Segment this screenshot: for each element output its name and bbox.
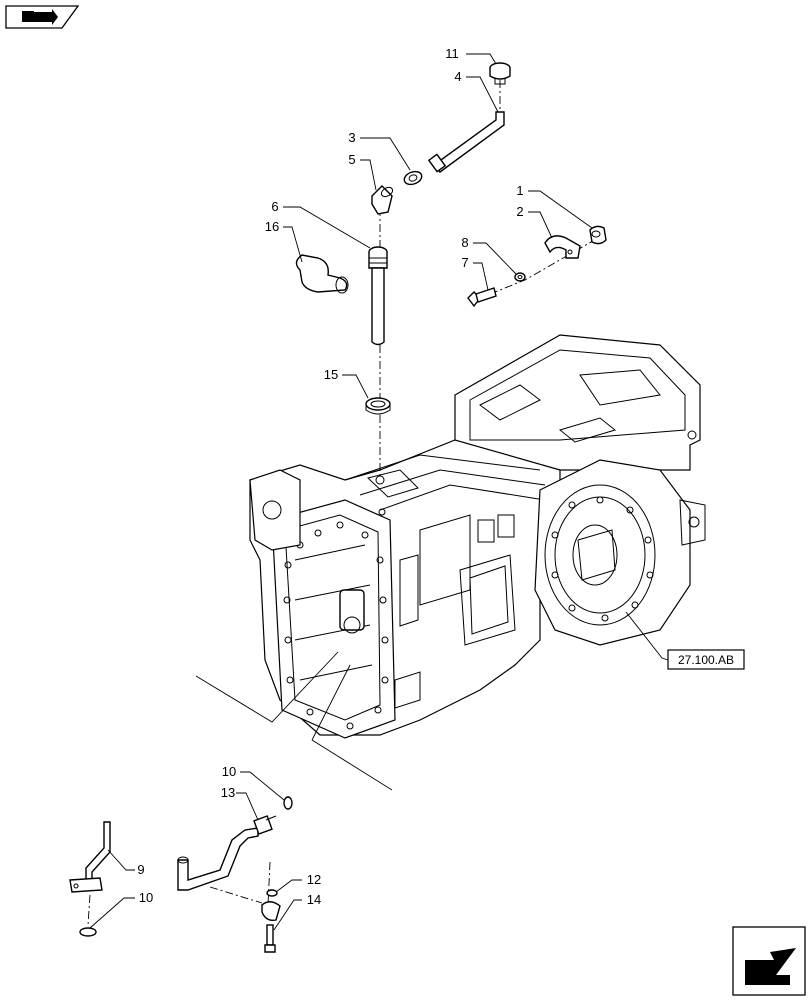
callout-10-left: 10 — [139, 890, 153, 905]
part-9-pipe — [69, 821, 111, 893]
part-4-breather-tube — [427, 111, 505, 173]
center-line-pipe-bottom — [267, 861, 271, 906]
callout-12: 12 — [307, 872, 321, 887]
part-10-oring-left — [79, 927, 97, 937]
rear-flange-housing — [534, 430, 706, 646]
transmission-housing — [249, 334, 701, 739]
callout-4: 4 — [454, 69, 461, 84]
callout-numbers: 11 4 3 5 6 16 1 2 8 7 15 9 10 10 13 12 1… — [137, 46, 523, 907]
pipe-bracket — [261, 901, 281, 922]
part-7-bolt — [467, 287, 497, 308]
reference-box[interactable]: 27.100.AB — [667, 649, 745, 670]
detail-scope-lines — [195, 651, 393, 791]
part-6-filler-pipe — [368, 246, 388, 346]
part-12-washer — [266, 889, 278, 897]
part-10-oring-top — [283, 796, 293, 810]
part-8-washer — [514, 272, 526, 282]
callout-11: 11 — [445, 46, 459, 61]
callout-3: 3 — [348, 130, 355, 145]
part-13-fitting — [253, 815, 277, 835]
callout-5: 5 — [348, 152, 355, 167]
callout-14: 14 — [307, 892, 321, 907]
part-2-clamp — [544, 235, 581, 259]
part-3-clamp-ring — [403, 170, 423, 186]
reference-label: 27.100.AB — [678, 653, 734, 667]
callout-8: 8 — [461, 235, 468, 250]
callout-1: 1 — [516, 183, 523, 198]
callout-15: 15 — [324, 367, 338, 382]
part-16-bent-pipe — [295, 254, 349, 294]
callout-9: 9 — [137, 862, 144, 877]
pipe-assembly — [177, 827, 259, 891]
callout-6: 6 — [271, 199, 278, 214]
previous-page-arrow-icon[interactable] — [5, 5, 80, 29]
callout-13: 13 — [221, 785, 235, 800]
next-page-arrow-icon[interactable] — [732, 926, 806, 996]
center-line-bolt — [489, 237, 599, 295]
part-14-bolt — [264, 924, 276, 953]
callout-10-top: 10 — [222, 764, 236, 779]
part-1-spacer — [589, 225, 607, 245]
callout-2: 2 — [516, 204, 523, 219]
callout-16: 16 — [265, 219, 279, 234]
part-11-cap — [489, 62, 511, 85]
callout-leaders — [89, 53, 669, 931]
part-5-elbow — [371, 185, 394, 215]
center-line-pipe-mid — [209, 886, 263, 904]
callout-7: 7 — [461, 255, 468, 270]
center-line-pipe-left — [87, 894, 91, 926]
part-15-seal — [365, 397, 391, 415]
